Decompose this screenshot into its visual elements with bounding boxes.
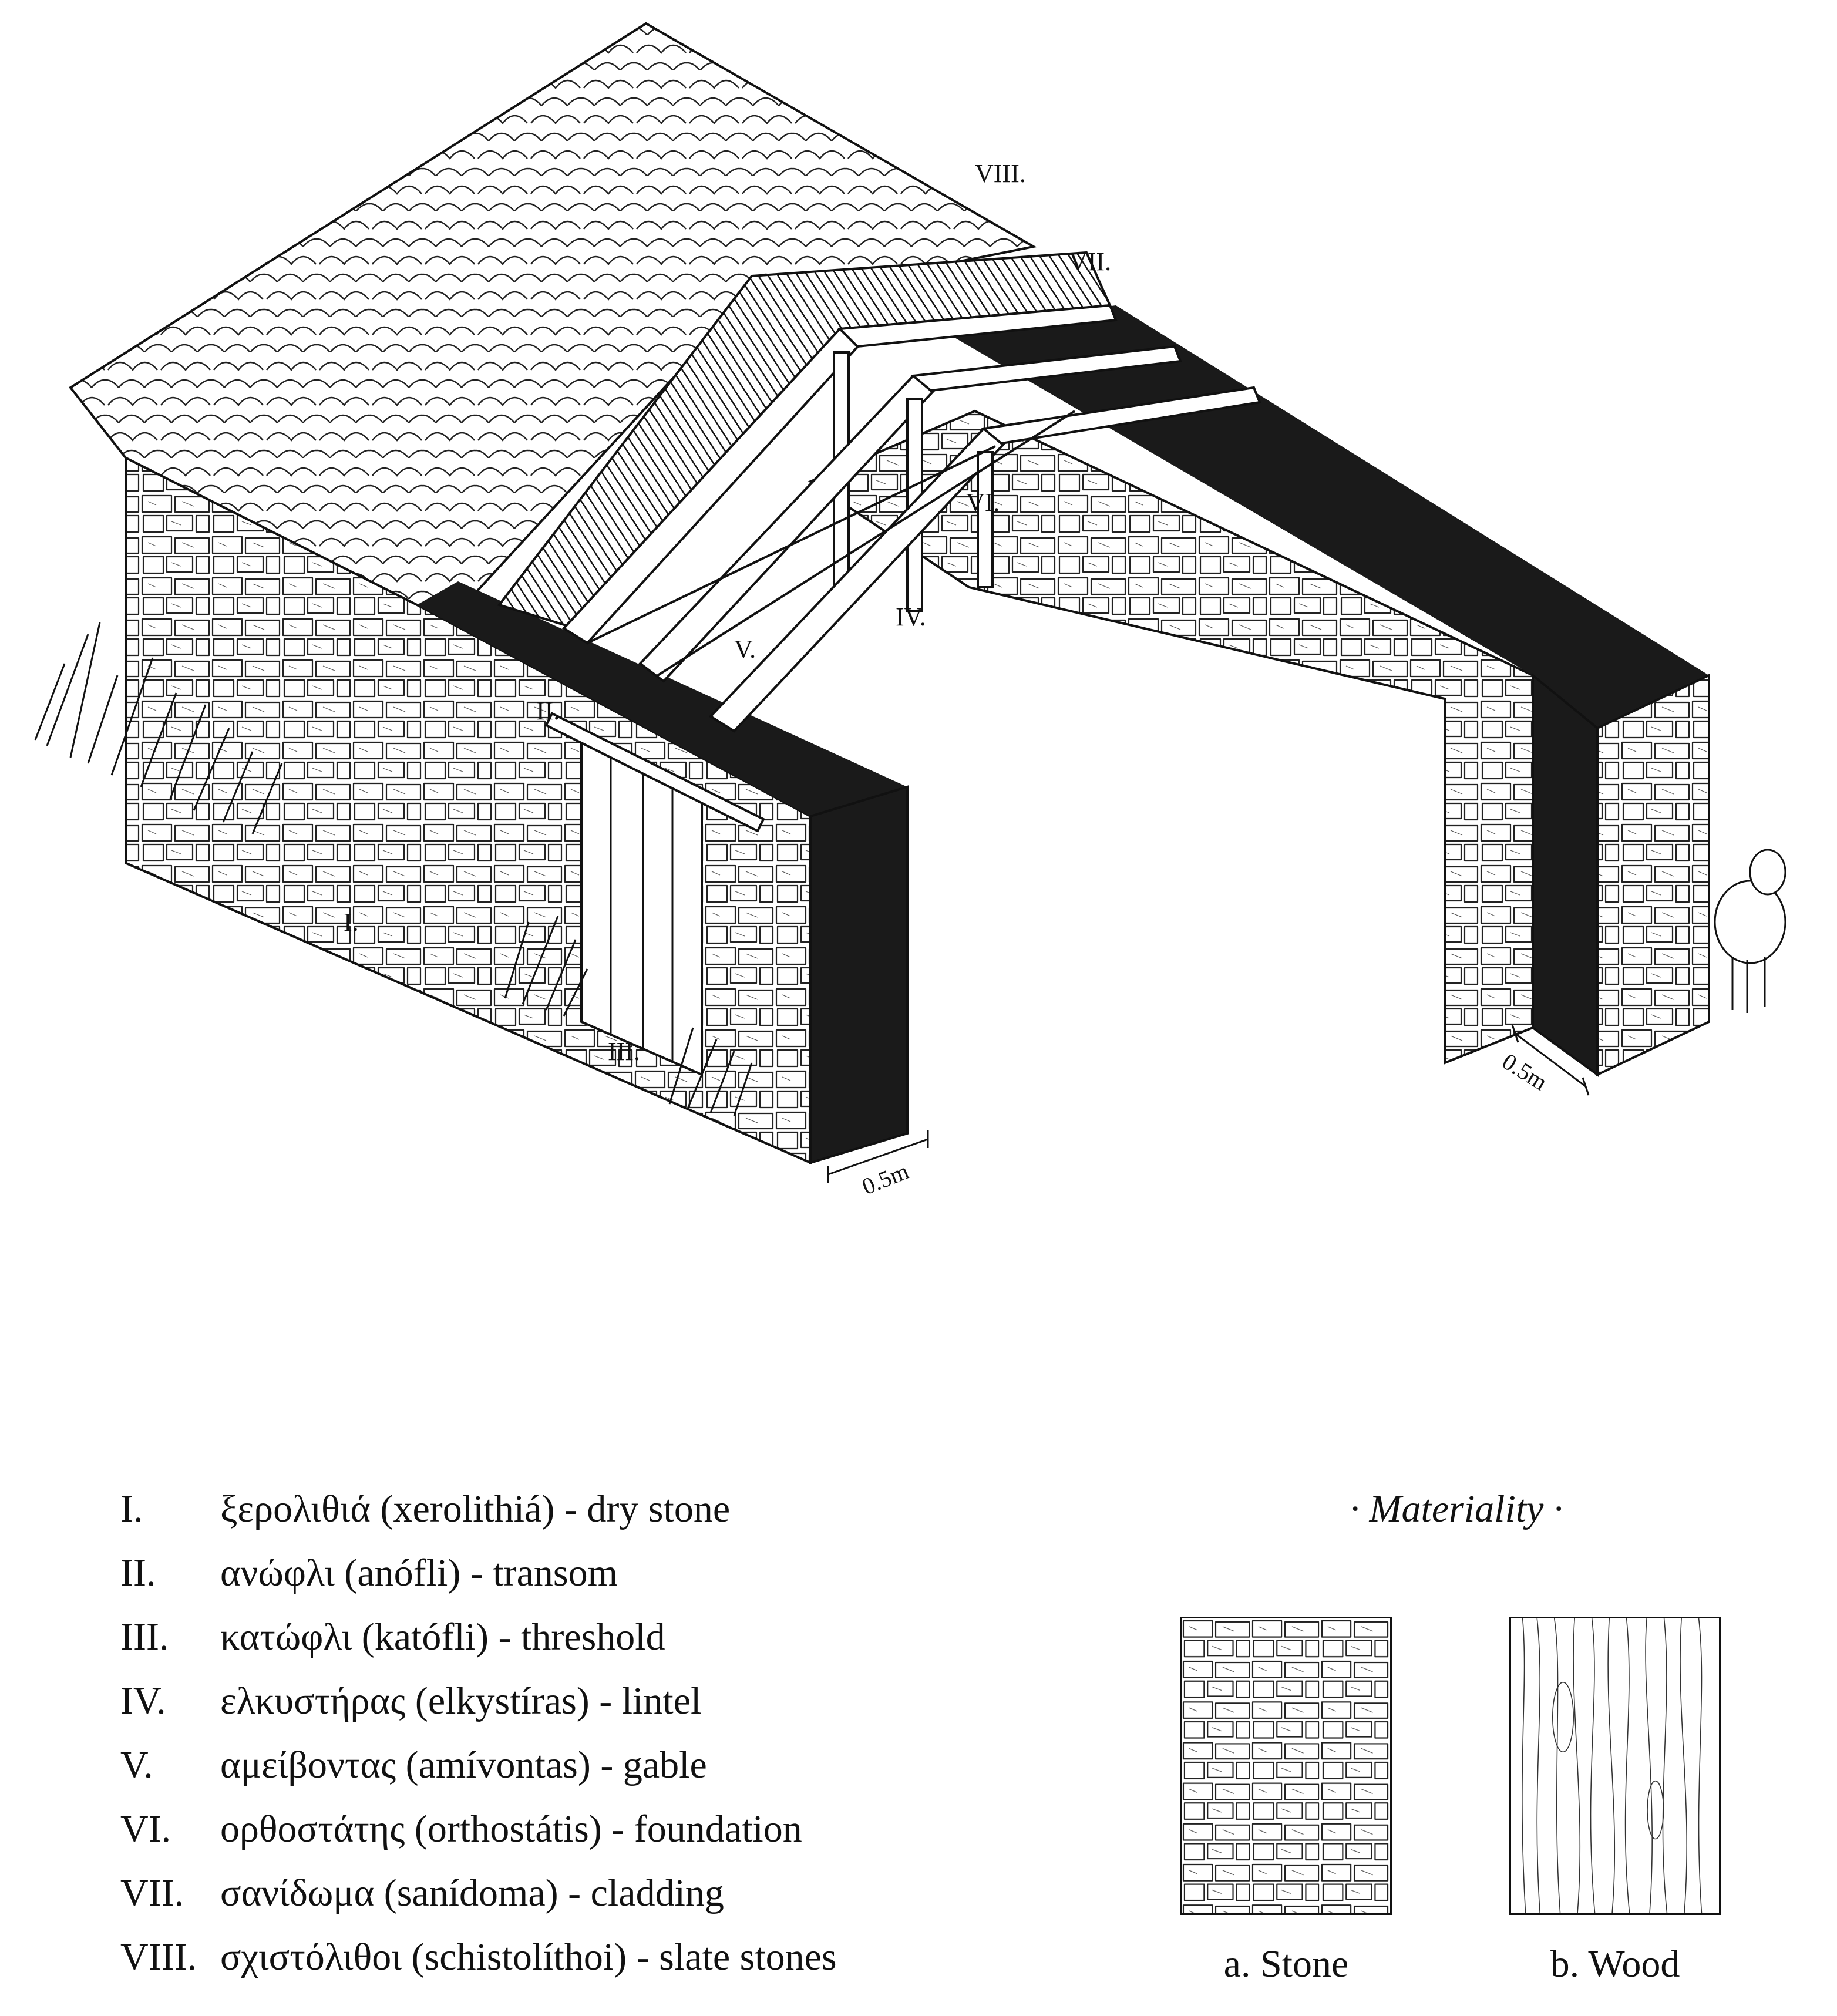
legend-term: σανίδωμα (sanídoma) - cladding xyxy=(220,1872,724,1914)
scale-marks xyxy=(827,1024,1590,1183)
legend-term: κατώφλι (katófli) - threshold xyxy=(220,1616,665,1658)
materiality-panel: · Materiality · a. Stone xyxy=(1139,1483,1774,1985)
right-wall-end-face xyxy=(1596,673,1710,1077)
legend-number: IV. xyxy=(120,1680,166,1722)
stone-swatch xyxy=(1180,1617,1392,1915)
axonometric-drawing: VIII. VII. VI. IV. V. II. I. III. 0.5m 0… xyxy=(34,22,1786,1200)
callout-vii: VII. xyxy=(1069,247,1111,276)
legend-row: VI. ορθοστάτης (orthostátis) - foundatio… xyxy=(120,1803,1001,1856)
grass-clump-door xyxy=(504,916,588,1017)
scale-label-front: 0.5m xyxy=(859,1157,913,1200)
legend-term: ελκυστήρας (elkystíras) - lintel xyxy=(220,1680,702,1722)
legend-term: ανώφλι (anófli) - transom xyxy=(220,1551,618,1594)
legend-row: II. ανώφλι (anófli) - transom xyxy=(120,1547,1001,1600)
legend-term: αμείβοντας (amívontas) - gable xyxy=(220,1744,707,1786)
legend-number: III. xyxy=(120,1616,169,1658)
callout-v: V. xyxy=(734,635,756,664)
legend-number: V. xyxy=(120,1744,153,1786)
legend-number: VI. xyxy=(120,1808,171,1850)
wood-label: b. Wood xyxy=(1550,1943,1680,1985)
left-wall-top xyxy=(417,581,907,816)
callout-ii: II. xyxy=(536,696,560,725)
callout-viii: VIII. xyxy=(975,159,1026,188)
legend-number: VIII. xyxy=(120,1936,197,1978)
stone-texture xyxy=(1182,1618,1390,1913)
door xyxy=(544,712,765,1077)
front-wall-section xyxy=(809,785,909,1164)
wood-swatch xyxy=(1509,1617,1721,1915)
legend-row: VII. σανίδωμα (sanídoma) - cladding xyxy=(120,1867,1001,1920)
legend-term: σχιστόλιθοι (schistolíthoi) - slate ston… xyxy=(220,1936,837,1978)
stone-label: a. Stone xyxy=(1223,1943,1349,1985)
callout-iii: III. xyxy=(608,1037,640,1066)
wood-grain-texture xyxy=(1522,1618,1703,1913)
legend-number: II. xyxy=(120,1551,156,1594)
roof-trusses xyxy=(561,304,1261,733)
legend-row: V. αμείβοντας (amívontas) - gable xyxy=(120,1739,1001,1792)
materiality-title: · Materiality · xyxy=(1350,1487,1563,1530)
callout-vi: VI. xyxy=(966,488,1000,517)
legend-row: I. ξερολιθιά (xerolithiá) - dry stone xyxy=(120,1483,1001,1536)
legend-row: VIII. σχιστόλιθοι (schistolíthoi) - slat… xyxy=(120,1931,1001,1984)
grass-clump-left xyxy=(34,622,283,834)
legend-row: IV. ελκυστήρας (elkystíras) - lintel xyxy=(120,1675,1001,1728)
sheep-figure xyxy=(1714,849,1786,1013)
legend-number: VII. xyxy=(120,1872,184,1914)
callout-iv: IV. xyxy=(896,603,926,631)
legend-term: ξερολιθιά (xerolithiá) - dry stone xyxy=(220,1487,731,1530)
callout-i: I. xyxy=(344,908,359,937)
grass-clump-front xyxy=(668,1027,753,1116)
legend-row: III. κατώφλι (katófli) - threshold xyxy=(120,1611,1001,1664)
legend-term: ορθοστάτης (orthostátis) - foundation xyxy=(220,1808,802,1850)
legend-number: I. xyxy=(120,1487,143,1530)
right-wall-section xyxy=(1532,672,1599,1077)
